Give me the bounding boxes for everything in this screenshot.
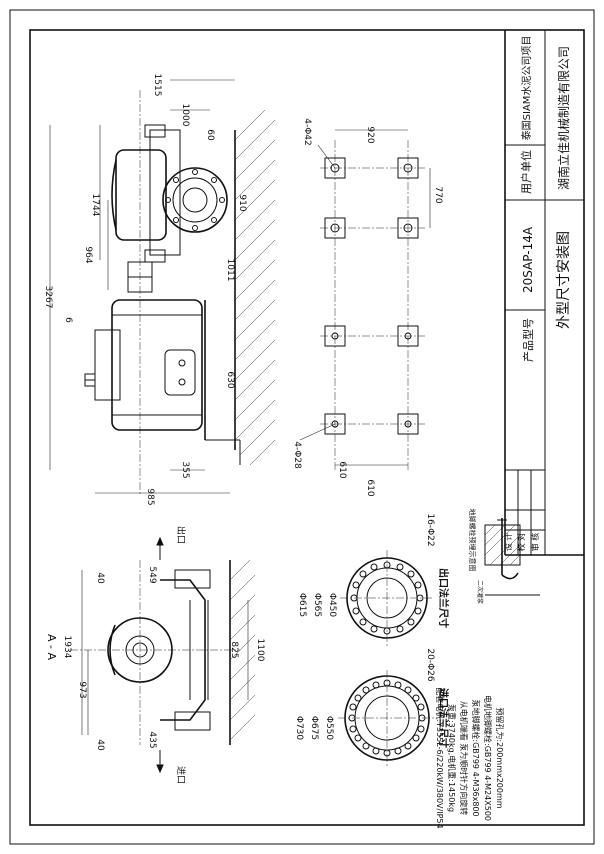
- dim-1100: 1100: [255, 639, 265, 662]
- dim-1011: 1011: [225, 259, 235, 282]
- dim-825: 825: [229, 641, 239, 658]
- anchor-title: 地脚螺栓预埋示意图: [468, 509, 477, 572]
- user-unit-label: 用户单位: [519, 150, 533, 194]
- dim-910: 910: [237, 194, 247, 211]
- title-check: 校 对: [516, 533, 526, 552]
- dim-630: 630: [225, 371, 235, 388]
- section-a-a-view: A - A 出口 进口 40 40 549: [45, 526, 265, 784]
- dim-355: 355: [180, 461, 190, 478]
- drawing-name: 外型尺寸安装图: [556, 231, 572, 329]
- dim-6: 6: [63, 317, 73, 323]
- dim-610: 610: [337, 461, 347, 478]
- dim-40b: 40: [95, 739, 105, 751]
- outlet-flange-view: 出口法兰尺寸 16-Φ22 Φ615 Φ565 Φ450: [297, 513, 450, 646]
- dim-549: 549: [147, 566, 157, 583]
- note-6: 预留孔为:200mmx200mm: [495, 707, 505, 808]
- bolt-bottom-label: 4-Φ28: [292, 441, 302, 469]
- dim-3267: 3267: [43, 286, 53, 309]
- inlet-flange-d2: Φ675: [309, 716, 319, 740]
- anchor-bolt-detail: 地脚螺栓预埋示意图 二次灌浆: [468, 509, 540, 604]
- inlet-flange-d1: Φ730: [294, 716, 304, 741]
- dim-770: 770: [433, 186, 443, 203]
- product-model: 20SAP-14A: [521, 226, 535, 293]
- technical-notes: 配套电机:Y355L-6/220kW/380V/IP54 泵重:3740kg,电…: [435, 687, 505, 828]
- outlet-flange-d1: Φ615: [297, 593, 307, 617]
- dim-1515: 1515: [152, 74, 162, 97]
- user-unit: 泰国SIAM水泥公司项目: [520, 36, 533, 141]
- dim-985: 985: [145, 488, 155, 505]
- note-1: 配套电机:Y355L-6/220kW/380V/IP54: [435, 687, 445, 828]
- drawing-border: [9, 9, 595, 845]
- inlet-flange-d3: Φ550: [324, 716, 334, 741]
- dim-60: 60: [205, 129, 215, 141]
- note-2: 泵重:3740kg,电机重:1450kg: [447, 704, 457, 812]
- note-4: 泵地脚螺栓:GB799 4-M36x800: [471, 699, 481, 816]
- outlet-label: 出口: [175, 526, 187, 544]
- dim-920: 920: [365, 126, 375, 143]
- outlet-flange-d2: Φ565: [312, 593, 322, 617]
- dim-964: 964: [83, 246, 93, 263]
- dim-973: 973: [77, 681, 87, 698]
- dim-1744: 1744: [90, 194, 100, 217]
- pump-plan-view: 1515 1000 60 910 1744 964 3267 6 1011 63…: [43, 74, 276, 506]
- dim-610b: 610: [365, 479, 375, 496]
- company-name: 湖南立佳机械制造有限公司: [556, 46, 571, 190]
- foundation-bolt-plan: 920 770 610 610 4-Φ42 4-Φ28: [292, 118, 443, 497]
- note-3: 从电机端看 泵为顺时针方向旋转: [459, 701, 469, 816]
- section-title: A - A: [45, 634, 58, 660]
- dim-40a: 40: [95, 572, 105, 584]
- outlet-flange-bolts: 16-Φ22: [425, 513, 435, 546]
- dim-435: 435: [147, 731, 157, 748]
- dim-1000: 1000: [180, 104, 190, 127]
- inlet-flange-bolts: 20-Φ26: [425, 648, 435, 682]
- inlet-flange-title: 进口法兰尺寸: [437, 688, 450, 748]
- note-5: 电机地脚螺栓:GB799 4-M24X500: [483, 695, 493, 821]
- dim-1934: 1934: [62, 636, 72, 659]
- bolt-top-label: 4-Φ42: [302, 118, 312, 146]
- product-model-label: 产品型号: [521, 318, 535, 362]
- title-design: 设 计: [503, 533, 513, 552]
- outlet-flange-d3: Φ450: [327, 593, 337, 618]
- outlet-flange-title: 出口法兰尺寸: [437, 568, 450, 628]
- anchor-grout-label: 二次灌浆: [476, 580, 484, 604]
- inlet-label: 进口: [175, 766, 186, 784]
- inlet-flange-view: 进口法兰尺寸 20-Φ26 Φ730 Φ675 Φ550: [294, 648, 450, 766]
- title-approve: 审 核: [530, 533, 540, 552]
- title-block: 设 计 校 对 审 核 产品型号 20SAP-14A 外型尺寸安装图 用户单位 …: [503, 30, 584, 556]
